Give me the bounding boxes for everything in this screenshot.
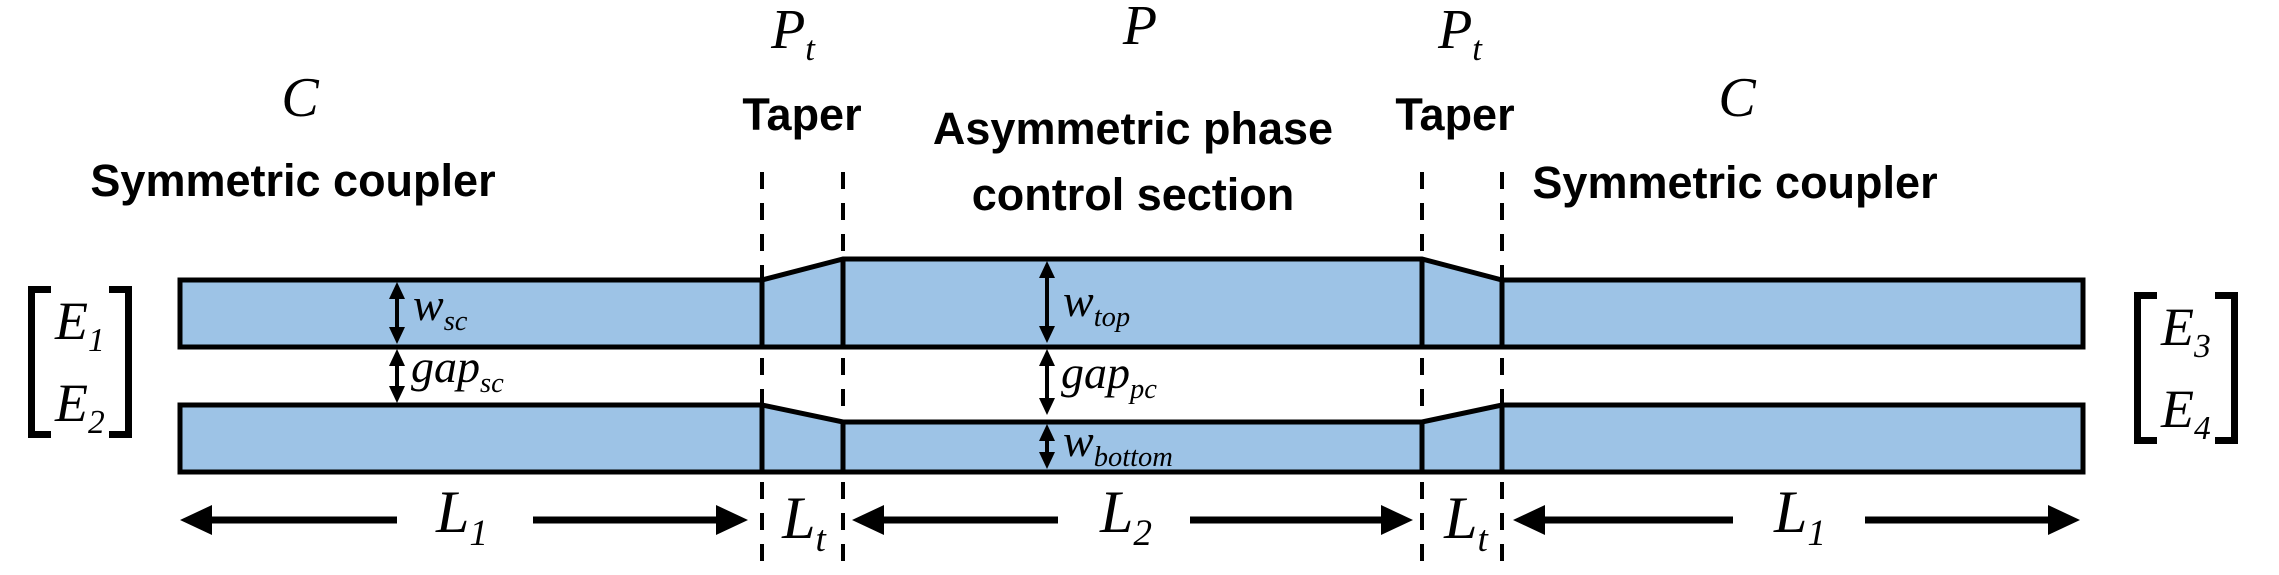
w-bottom-sub: bottom xyxy=(1093,442,1173,474)
input-e2: E2 xyxy=(55,370,105,439)
input-port-vector: E1 E2 xyxy=(28,286,132,439)
gap-sc-sub: sc xyxy=(480,368,504,400)
taper-left-name: Taper xyxy=(742,89,862,140)
w-bottom-label: wbottom xyxy=(1063,415,1173,472)
lt-right-sub: t xyxy=(1477,519,1488,560)
taper-boundary-dashed-lines xyxy=(760,172,1504,562)
input-e1-sub: 1 xyxy=(88,321,105,359)
left-bracket xyxy=(2134,292,2157,444)
left-bracket xyxy=(28,286,51,438)
w-sc-label: wsc xyxy=(413,279,467,336)
output-e3: E3 xyxy=(2161,294,2211,363)
w-top-sub: top xyxy=(1093,302,1131,334)
taper-left-symbol-sub: t xyxy=(805,29,815,69)
lt-right-label: Lt xyxy=(1444,485,1488,558)
lt-left-base: L xyxy=(782,485,816,551)
lt-left-sub: t xyxy=(815,519,826,560)
l2-sub: 2 xyxy=(1133,513,1152,554)
taper-left-symbol: Pt xyxy=(771,0,815,66)
coupler-right-name: Symmetric coupler xyxy=(1532,157,1938,208)
input-e1: E1 xyxy=(55,288,105,357)
input-e2-base: E xyxy=(55,373,88,433)
gap-sc-label: gapsc xyxy=(411,341,504,398)
taper-right-symbol-base: P xyxy=(1438,0,1473,61)
lt-left-label: Lt xyxy=(782,485,826,558)
lt-right-base: L xyxy=(1444,485,1478,551)
output-e4: E4 xyxy=(2161,376,2211,445)
w-top-label: wtop xyxy=(1063,275,1130,332)
l1-left-label: L1 xyxy=(436,479,488,552)
right-bracket xyxy=(2214,292,2238,444)
right-bracket xyxy=(108,286,132,438)
output-e4-sub: 4 xyxy=(2194,409,2211,447)
coupler-right-symbol: C xyxy=(1718,67,1756,129)
input-e1-base: E xyxy=(55,291,88,351)
length-arrow-heads xyxy=(180,505,2080,535)
taper-right-symbol-sub: t xyxy=(1472,29,1482,69)
w-top-base: w xyxy=(1063,275,1094,326)
output-e3-base: E xyxy=(2161,297,2194,357)
output-e4-base: E xyxy=(2161,379,2194,439)
gap-pc-sub: pc xyxy=(1130,374,1157,406)
w-sc-sub: sc xyxy=(443,306,468,338)
output-e3-sub: 3 xyxy=(2194,327,2211,365)
w-sc-base: w xyxy=(413,279,444,330)
l2-label: L2 xyxy=(1100,479,1152,552)
phase-control-symbol: P xyxy=(1122,0,1158,57)
coupler-left-symbol: C xyxy=(281,67,319,129)
gap-pc-label: gappc xyxy=(1061,347,1157,404)
input-e2-sub: 2 xyxy=(88,403,105,441)
l1-right-sub: 1 xyxy=(1807,513,1826,554)
l1-left-sub: 1 xyxy=(469,513,488,554)
w-bottom-base: w xyxy=(1063,415,1094,466)
phase-control-name-line1: Asymmetric phase xyxy=(932,103,1334,154)
l1-right-base: L xyxy=(1774,479,1808,545)
gap-sc-base: gap xyxy=(411,341,480,392)
taper-right-symbol: Pt xyxy=(1438,0,1482,66)
l1-left-base: L xyxy=(436,479,470,545)
l1-right-label: L1 xyxy=(1774,479,1826,552)
l2-base: L xyxy=(1100,479,1134,545)
taper-left-symbol-base: P xyxy=(771,0,806,61)
taper-right-name: Taper xyxy=(1395,89,1515,140)
width-arrow-heads xyxy=(389,261,1055,469)
phase-control-name-line2: control section xyxy=(971,169,1295,220)
output-port-vector: E3 E4 xyxy=(2134,292,2238,445)
taper-segment-lines xyxy=(759,259,1505,472)
coupler-left-name: Symmetric coupler xyxy=(90,155,496,206)
gap-pc-base: gap xyxy=(1061,347,1130,398)
